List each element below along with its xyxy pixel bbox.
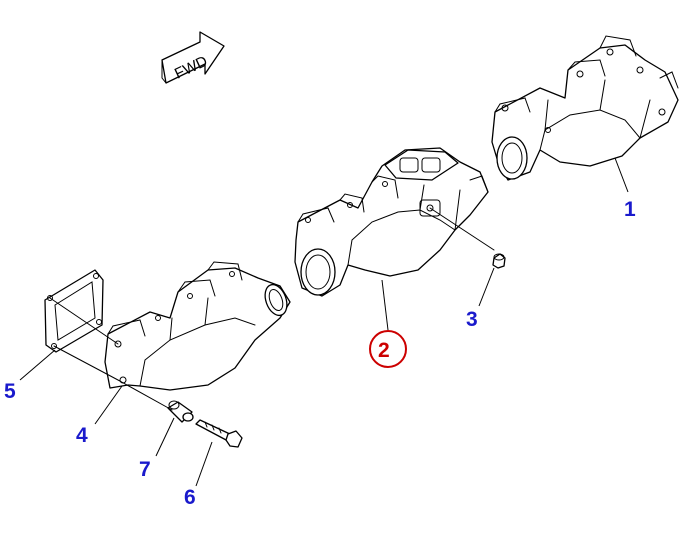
center-manifold (294, 147, 489, 297)
leader-line-7 (155, 417, 175, 457)
bolt (195, 419, 243, 448)
leader-line-1 (614, 157, 629, 193)
callout-7[interactable]: 7 (139, 458, 151, 481)
callout-4[interactable]: 4 (76, 424, 88, 447)
gasket (44, 269, 104, 353)
leader-line-2 (381, 279, 389, 331)
leader-line-6 (195, 441, 213, 487)
callout-3[interactable]: 3 (466, 308, 478, 331)
assembly-line (429, 207, 495, 251)
assembly-line (53, 345, 173, 411)
callout-2[interactable]: 2 (378, 339, 390, 362)
plug (492, 253, 506, 269)
assembly-line (49, 297, 119, 345)
callout-1[interactable]: 1 (624, 198, 636, 221)
spacer (167, 400, 194, 423)
highlight-circle (369, 330, 407, 368)
callout-5[interactable]: 5 (4, 380, 16, 403)
fwd-arrow-icon: FWD (161, 31, 225, 84)
leader-line-3 (478, 267, 495, 307)
leader-line-4 (94, 385, 123, 425)
leader-line-5 (19, 349, 56, 381)
front-manifold (104, 261, 291, 391)
rear-manifold (491, 35, 679, 181)
callout-6[interactable]: 6 (184, 486, 196, 509)
